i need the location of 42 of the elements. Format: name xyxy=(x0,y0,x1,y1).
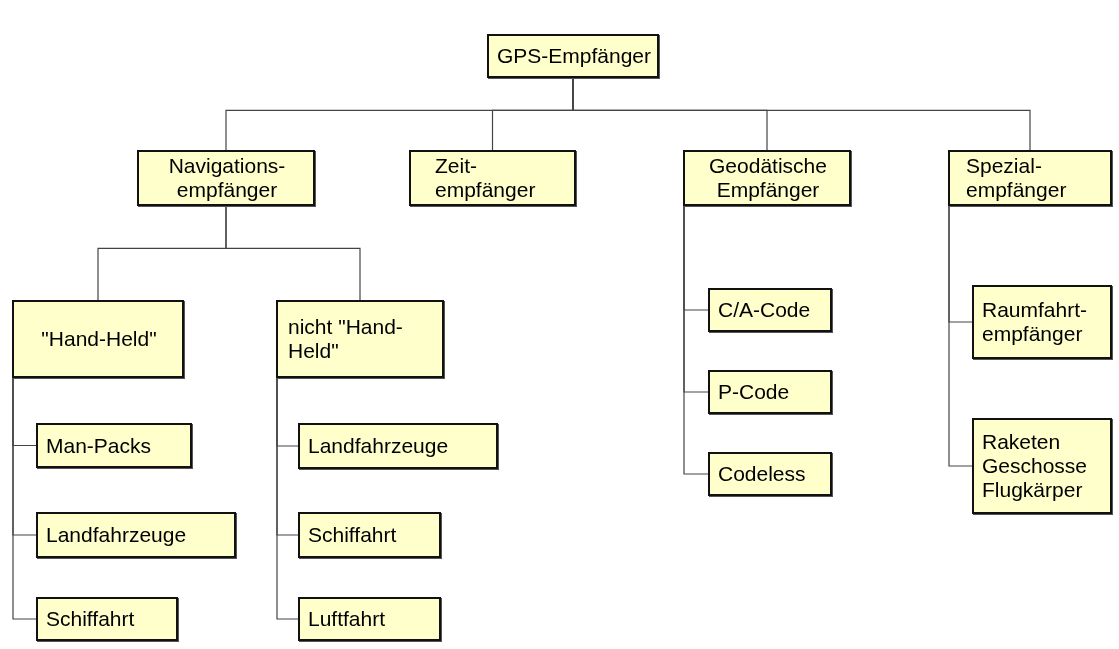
category-box xyxy=(36,512,236,558)
connector-line xyxy=(225,205,361,301)
category-box xyxy=(137,150,315,206)
box-label: Landfahrzeuge xyxy=(308,434,449,458)
box-label: Codeless xyxy=(718,462,806,486)
box-label: Raumfahrt- empfänger xyxy=(982,298,1089,346)
box-label: Navigations- empfänger xyxy=(167,154,287,202)
category-box xyxy=(36,423,192,468)
category-box xyxy=(708,370,832,414)
connector-line xyxy=(683,205,709,475)
connector-line xyxy=(572,77,1031,151)
category-box xyxy=(298,423,498,469)
category-box xyxy=(276,300,444,378)
box-label: Schiffahrt xyxy=(46,607,135,631)
box-label: Landfahrzeuge xyxy=(46,523,187,547)
box-label: C/A-Code xyxy=(718,298,811,322)
connector-line xyxy=(12,377,37,620)
category-box xyxy=(972,418,1112,514)
box-label: Zeit- empfänger xyxy=(435,154,537,202)
box-label: Spezial- empfänger xyxy=(966,154,1068,202)
category-box xyxy=(298,597,441,641)
box-label: Geodätische Empfänger xyxy=(708,154,828,202)
box-label: P-Code xyxy=(718,380,790,404)
category-box xyxy=(708,452,832,496)
box-label: GPS-Empfänger xyxy=(496,44,652,68)
category-box xyxy=(36,597,178,641)
category-box xyxy=(298,512,441,558)
box-label: Luftfahrt xyxy=(308,607,386,631)
box-label: Man-Packs xyxy=(46,433,152,458)
category-box xyxy=(708,288,832,332)
category-box xyxy=(972,285,1112,359)
category-box xyxy=(12,300,184,378)
box-label: "Hand-Held" xyxy=(41,327,157,351)
box-label: nicht "Hand-Held" xyxy=(288,315,404,363)
category-box xyxy=(487,34,659,78)
category-box xyxy=(683,150,851,206)
category-box xyxy=(948,150,1112,206)
box-label: Raketen Geschosse Flugkärper xyxy=(982,430,1089,502)
category-box xyxy=(409,150,576,206)
connector-line xyxy=(276,377,299,620)
box-label: Schiffahrt xyxy=(308,523,397,547)
connector-line xyxy=(948,205,973,467)
